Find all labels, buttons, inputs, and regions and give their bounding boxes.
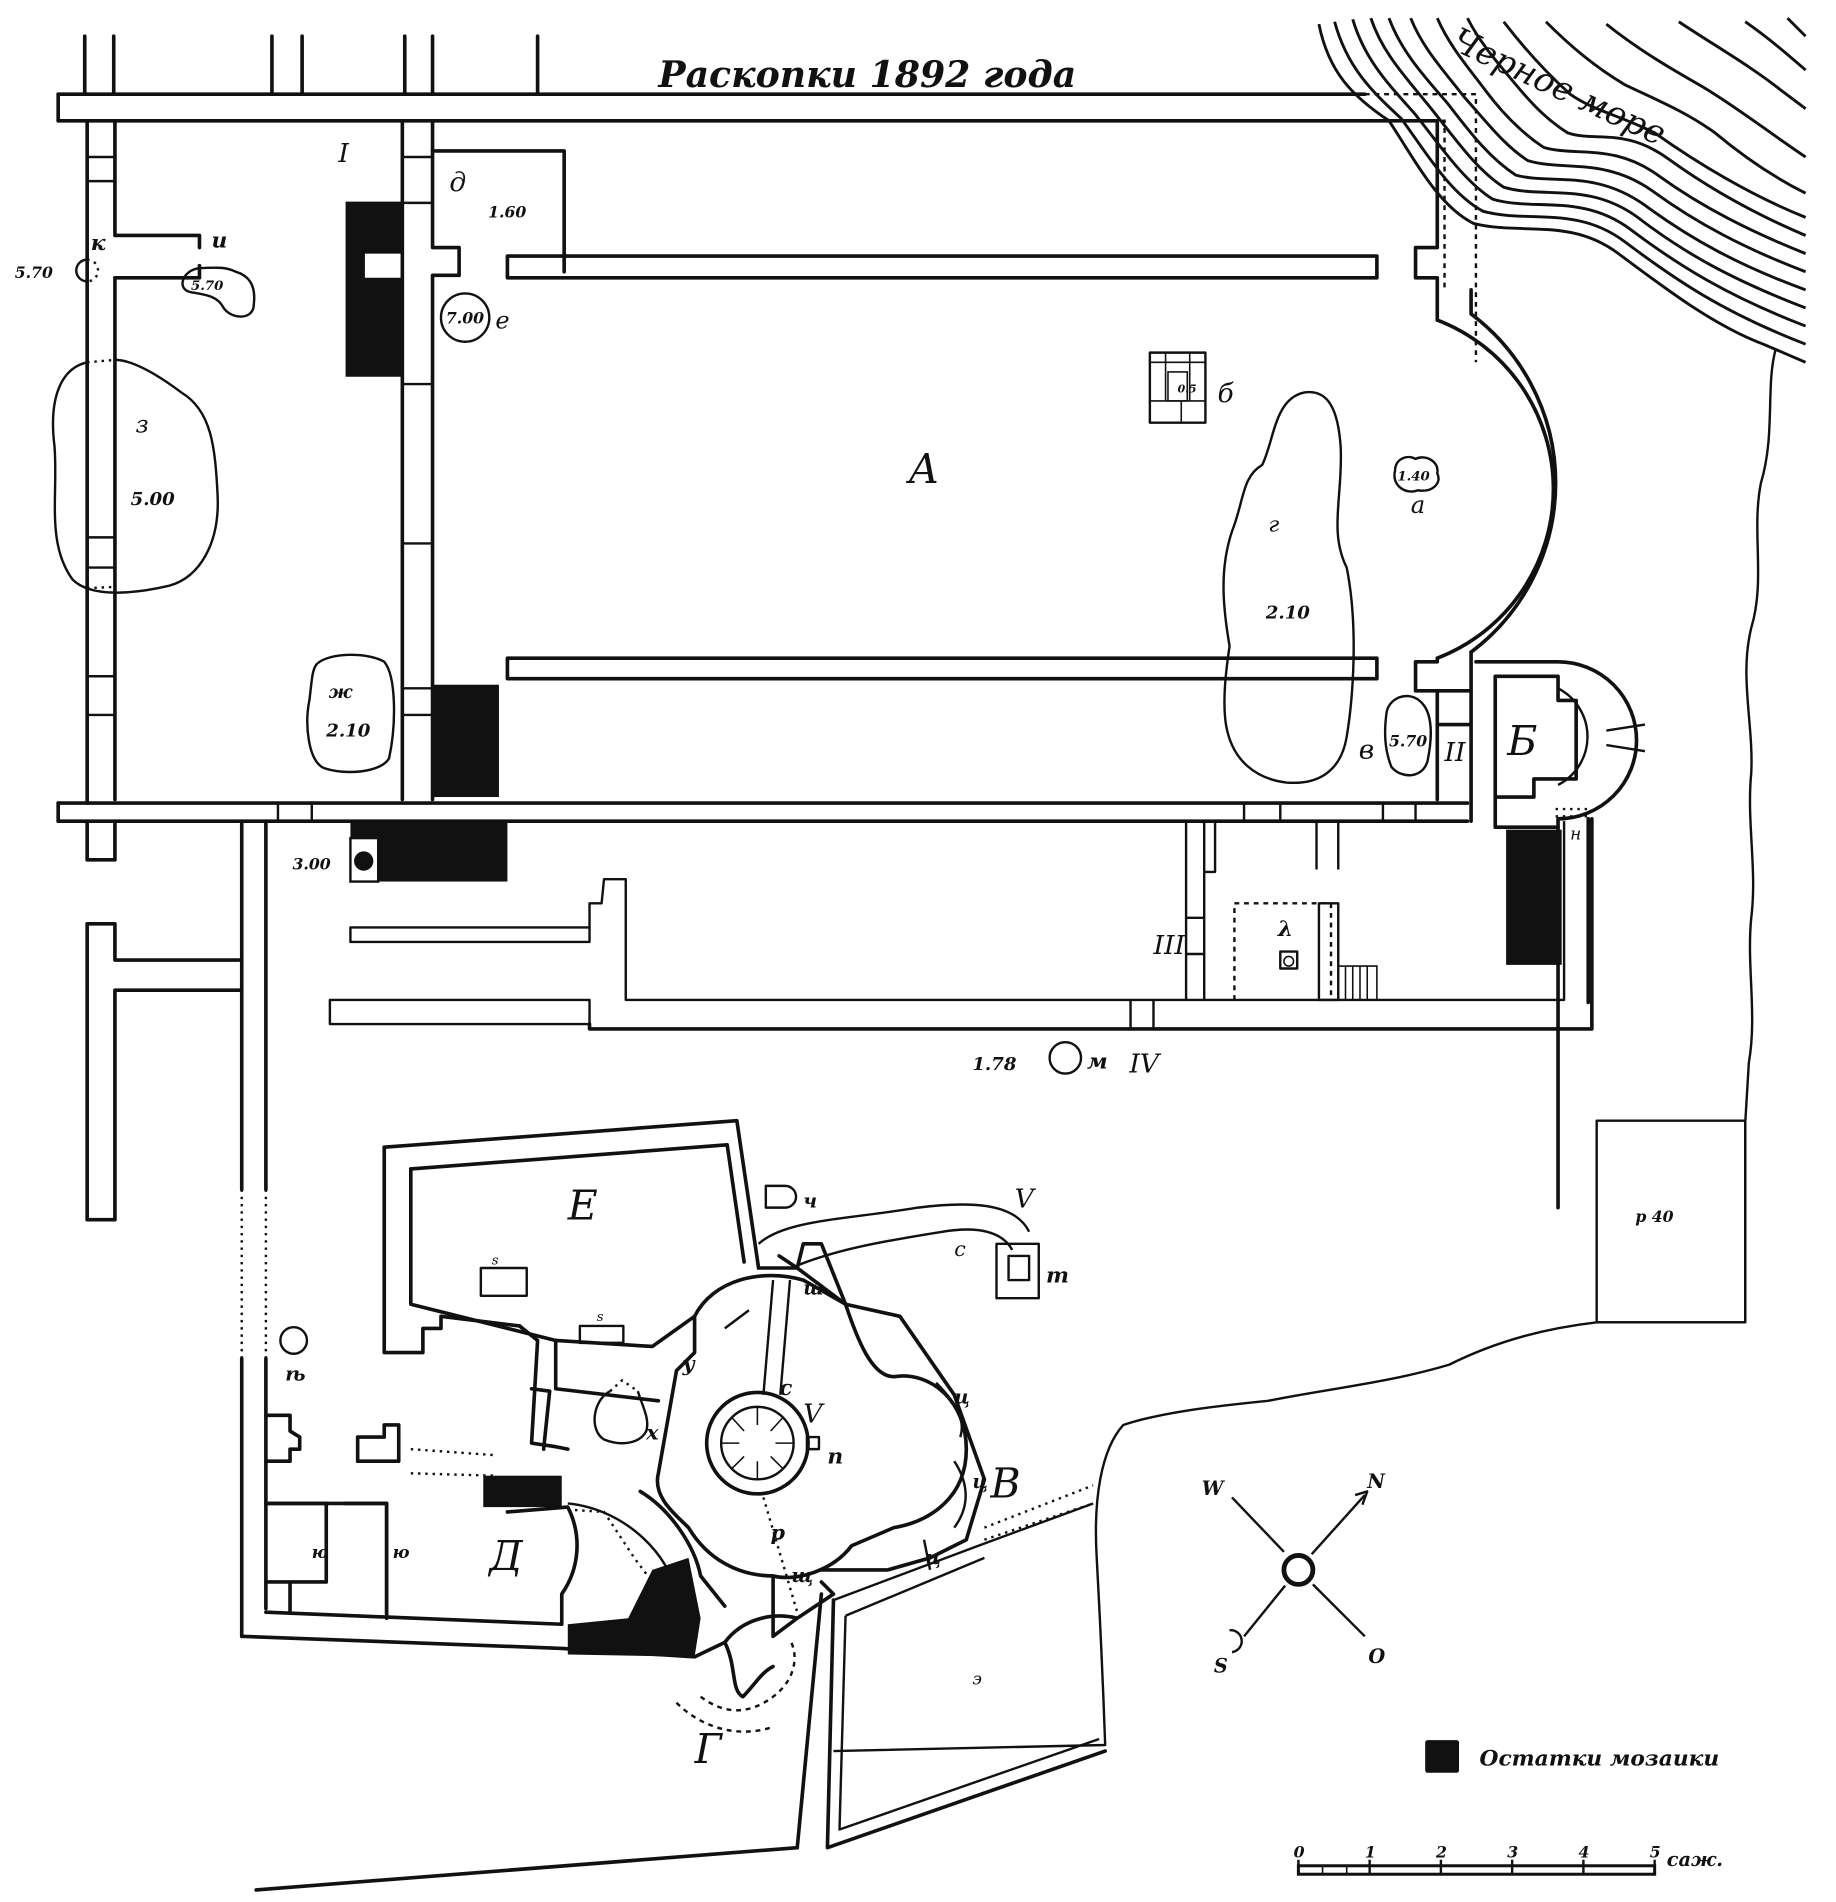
compass-rose bbox=[1229, 1490, 1369, 1654]
label-sh: ш bbox=[803, 1277, 823, 1300]
feature-e-circle bbox=[439, 292, 491, 343]
compass-north-label: N bbox=[1366, 1470, 1386, 1493]
scale-tick-5: 5 bbox=[1650, 1842, 1661, 1861]
label-b: б bbox=[1217, 378, 1234, 409]
legend-mosaic-swatch bbox=[1425, 1740, 1460, 1773]
room-label-D: Д bbox=[487, 1532, 523, 1580]
south-church-walls bbox=[239, 1118, 1107, 1892]
label-t: т bbox=[1046, 1263, 1069, 1288]
label-yu-2: ю bbox=[393, 1542, 410, 1562]
label-ts-1: ц bbox=[954, 1385, 970, 1408]
label-zh: ж bbox=[329, 682, 353, 703]
label-k: к bbox=[91, 231, 106, 256]
label-e: е bbox=[495, 306, 509, 334]
label-l: λ bbox=[1277, 917, 1293, 942]
roman-numeral-iii: III bbox=[1152, 930, 1185, 961]
roman-numeral-v-1: V bbox=[1015, 1184, 1037, 1215]
feature-k bbox=[75, 258, 88, 283]
elev-zh: 2.10 bbox=[325, 721, 371, 742]
scale-tick-1: 1 bbox=[1365, 1842, 1376, 1861]
elev-g: 2.10 bbox=[1265, 602, 1311, 623]
label-ts-2: ц bbox=[972, 1470, 988, 1493]
roman-numeral-ii: II bbox=[1444, 737, 1466, 768]
legend-mosaic-label: Остатки мозаики bbox=[1480, 1747, 1720, 1772]
sea-label: Черное море bbox=[1446, 20, 1672, 153]
label-g: г bbox=[1268, 512, 1279, 537]
feature-g-pit bbox=[1222, 390, 1355, 785]
feature-v bbox=[1383, 694, 1432, 777]
elev-i: 5.70 bbox=[191, 279, 224, 294]
compass-east-label: O bbox=[1368, 1645, 1385, 1668]
south-complex-walls bbox=[85, 816, 1594, 1639]
label-ch: ч bbox=[803, 1190, 817, 1213]
compass-south-label: S bbox=[1214, 1655, 1228, 1678]
roman-numeral-iv: IV bbox=[1128, 1048, 1161, 1079]
feature-zh bbox=[306, 653, 396, 774]
room-label-B: Б bbox=[1506, 717, 1537, 765]
scale-tick-3: 3 bbox=[1507, 1842, 1518, 1861]
mosaic-remnant bbox=[483, 1475, 562, 1508]
mosaic-remnant bbox=[345, 201, 403, 377]
label-s-axis: с bbox=[779, 1376, 792, 1401]
label-n: н bbox=[1570, 823, 1581, 843]
basilica-walls bbox=[56, 34, 1558, 862]
label-r: р bbox=[771, 1521, 786, 1545]
label-d: д bbox=[449, 167, 466, 198]
room-label-A: А bbox=[905, 445, 939, 493]
feature-a bbox=[1393, 455, 1440, 493]
elev-v: 5.70 bbox=[1389, 731, 1427, 750]
elev-b: 0.5 bbox=[1178, 382, 1197, 395]
feature-i bbox=[181, 266, 256, 318]
label-s-channel: с bbox=[954, 1237, 966, 1261]
svg-text:Черное море: Черное море bbox=[1446, 20, 1672, 153]
label-i: и bbox=[212, 229, 228, 254]
roman-numeral-v-2: V bbox=[803, 1399, 825, 1430]
feature-r-square bbox=[1595, 1119, 1747, 1324]
apse-room-b bbox=[1474, 659, 1646, 1210]
room-label-G: Г bbox=[694, 1725, 724, 1773]
scale-bar bbox=[1296, 1859, 1657, 1876]
roman-numeral-i: I bbox=[337, 138, 349, 169]
label-ts-3: ц bbox=[925, 1546, 941, 1569]
room-label-E: Е bbox=[567, 1182, 598, 1230]
scale-tick-4: 4 bbox=[1579, 1842, 1590, 1861]
compass-west-label: W bbox=[1202, 1477, 1226, 1500]
mosaic-remnant bbox=[567, 1557, 701, 1657]
feature-m-circle bbox=[1048, 1040, 1083, 1075]
mosaic-remnant bbox=[432, 684, 499, 798]
plan-title: Раскопки 1892 года bbox=[657, 53, 1076, 96]
scale-unit: саж. bbox=[1667, 1848, 1723, 1871]
well-marker bbox=[354, 851, 374, 871]
label-z: з bbox=[135, 410, 148, 438]
label-yu-1: ю bbox=[312, 1542, 329, 1562]
label-shch: щ bbox=[791, 1564, 813, 1587]
label-m: м bbox=[1087, 1050, 1108, 1075]
mosaic-remnant bbox=[1506, 829, 1562, 965]
label-yat: ѣ bbox=[285, 1362, 305, 1385]
feature-z-pit bbox=[51, 358, 219, 594]
feature-b-square bbox=[1148, 351, 1207, 424]
coastline bbox=[1744, 349, 1777, 1124]
label-v: в bbox=[1359, 734, 1374, 765]
elev-well: 3.00 bbox=[292, 854, 330, 873]
elev-d: 1.60 bbox=[488, 202, 526, 221]
room-label-V: В bbox=[989, 1459, 1020, 1507]
feature-yat-circle bbox=[279, 1325, 309, 1355]
elev-z: 5.00 bbox=[131, 489, 176, 510]
label-s-small-1: ѕ bbox=[492, 1253, 499, 1268]
elev-e: 7.00 bbox=[446, 309, 484, 328]
label-r40: р 40 bbox=[1635, 1207, 1673, 1226]
label-a: а bbox=[1411, 491, 1425, 519]
label-kh: х bbox=[645, 1420, 659, 1444]
scale-tick-0: 0 bbox=[1294, 1842, 1305, 1861]
label-eh: э bbox=[972, 1669, 981, 1689]
elev-k: 5.70 bbox=[15, 263, 53, 282]
label-u: у bbox=[682, 1352, 697, 1376]
sea-contours bbox=[1317, 17, 1807, 364]
label-s-small-2: ѕ bbox=[597, 1310, 604, 1325]
elev-a: 1.40 bbox=[1397, 470, 1430, 485]
label-p: п bbox=[827, 1445, 843, 1470]
scale-tick-2: 2 bbox=[1435, 1842, 1447, 1861]
elev-m: 1.78 bbox=[972, 1054, 1017, 1075]
